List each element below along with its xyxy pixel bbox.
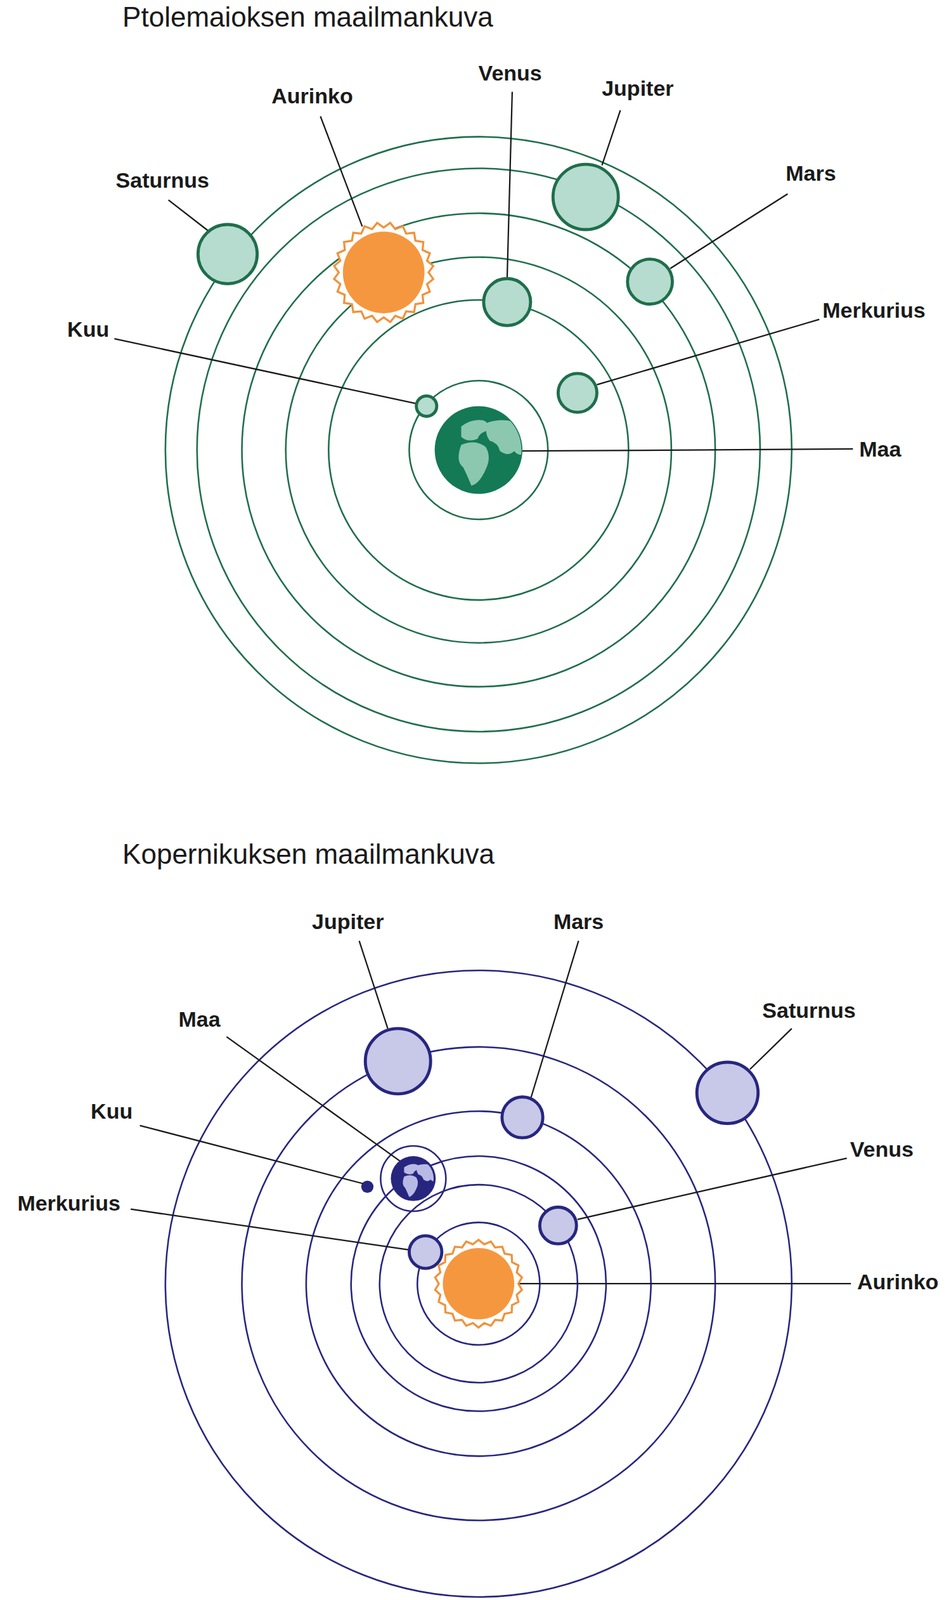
- body-label: Kuu: [90, 1099, 133, 1123]
- body-label: Merkurius: [17, 1191, 121, 1215]
- body-label: Saturnus: [116, 168, 210, 193]
- earth-symbol: [390, 1155, 437, 1201]
- body-label: Maa: [178, 1007, 221, 1031]
- body-label: Merkurius: [822, 298, 926, 323]
- body-label: Venus: [850, 1137, 914, 1161]
- planet-symbols: [197, 164, 673, 416]
- sun-symbol: [434, 1239, 522, 1327]
- body-label: Saturnus: [762, 998, 856, 1023]
- earth-symbol: [434, 405, 527, 494]
- body-label: Aurinko: [271, 84, 353, 108]
- diagram-title: Kopernikuksen maailmankuva: [122, 838, 495, 870]
- sun-symbol: [334, 222, 434, 322]
- diagram-title: Ptolemaioksen maailmankuva: [122, 1, 494, 33]
- body-label: Kuu: [67, 317, 110, 342]
- body-label: Venus: [478, 61, 543, 85]
- leader-lines: [130, 940, 851, 1284]
- body-label: Maa: [859, 437, 901, 461]
- leader-lines: [114, 91, 853, 451]
- planet-symbols: [365, 1028, 758, 1268]
- body-label: Jupiter: [601, 76, 674, 101]
- body-label: Mars: [785, 161, 836, 186]
- body-label: Jupiter: [311, 909, 384, 934]
- moon-symbol: [361, 1180, 374, 1193]
- body-label: Aurinko: [857, 1269, 939, 1294]
- body-label: Mars: [553, 909, 604, 934]
